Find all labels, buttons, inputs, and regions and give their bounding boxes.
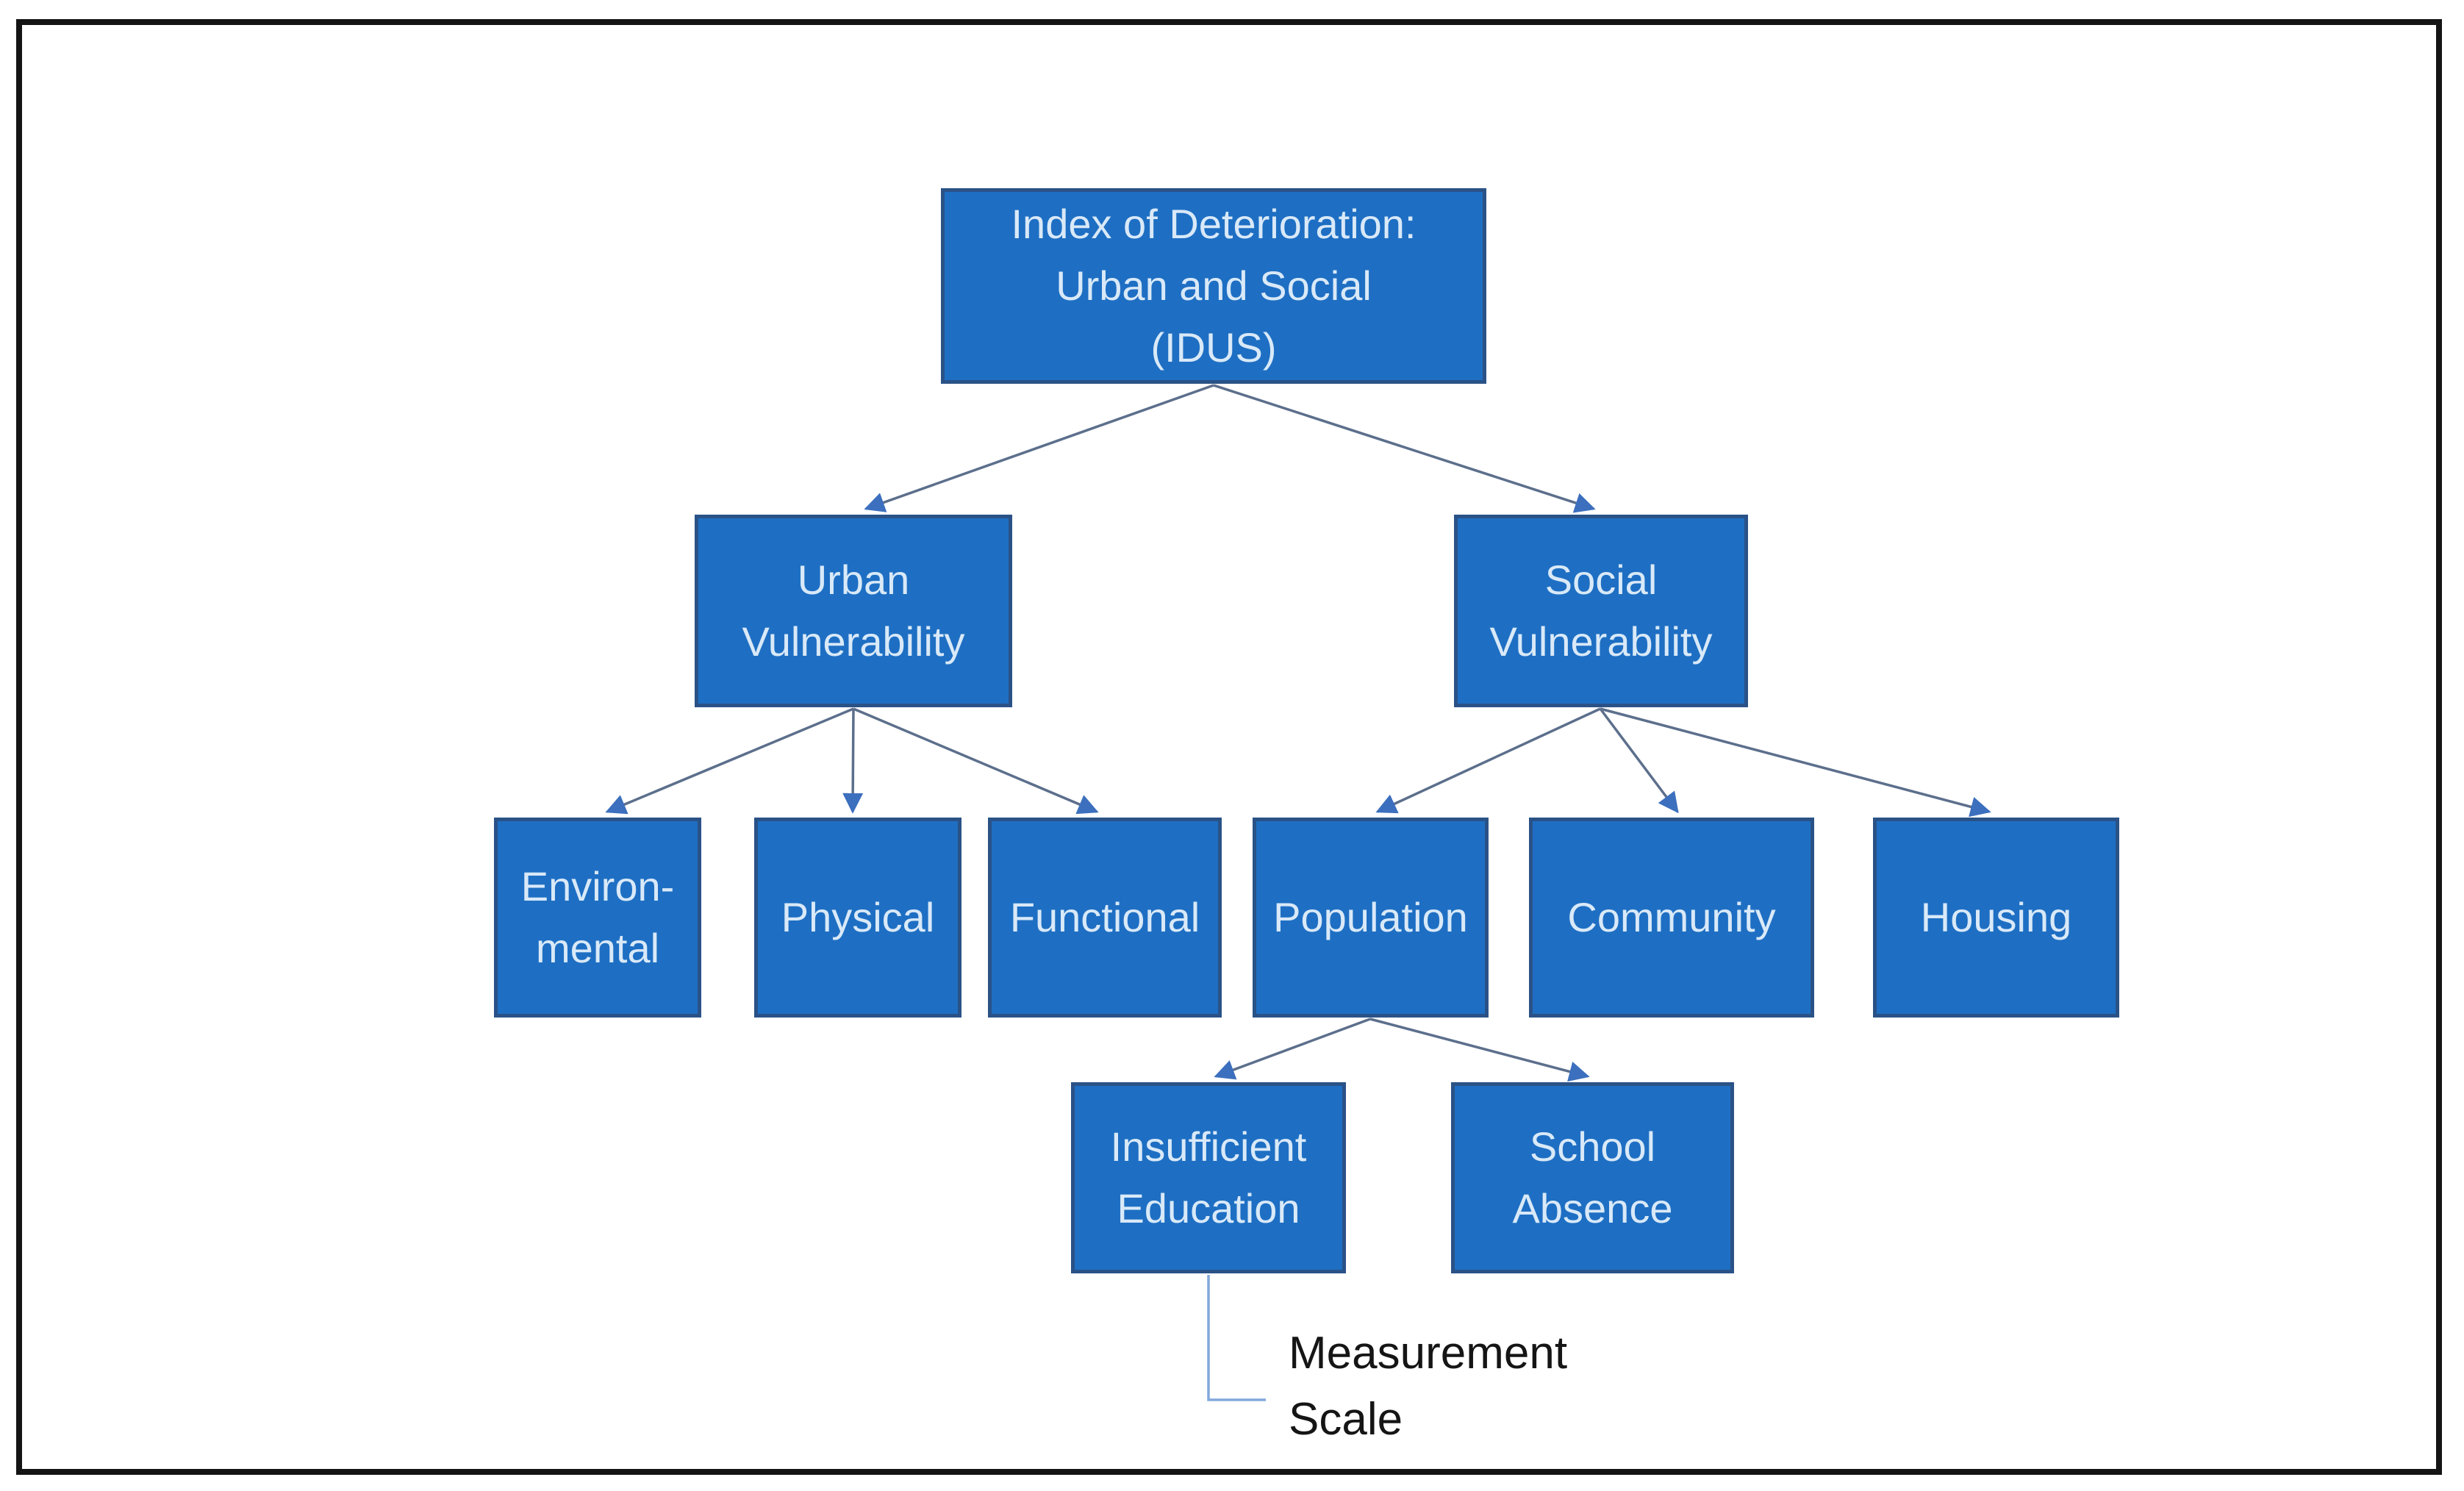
- node-environmental: Environ- mental: [494, 818, 701, 1018]
- node-housing: Housing: [1873, 818, 2119, 1018]
- node-functional: Functional: [988, 818, 1222, 1018]
- node-idus: Index of Deterioration: Urban and Social…: [941, 188, 1486, 384]
- node-school-absence: School Absence: [1451, 1082, 1734, 1273]
- measurement-scale-label: Measurement Scale: [1289, 1328, 1568, 1445]
- node-physical: Physical: [754, 818, 961, 1018]
- node-insufficient-education: Insufficient Education: [1071, 1082, 1346, 1273]
- node-urban-vulnerability: Urban Vulnerability: [695, 515, 1012, 707]
- node-population: Population: [1253, 818, 1489, 1018]
- slide-border-frame: [16, 19, 2442, 1475]
- node-social-vulnerability: Social Vulnerability: [1454, 515, 1748, 707]
- node-community: Community: [1529, 818, 1814, 1018]
